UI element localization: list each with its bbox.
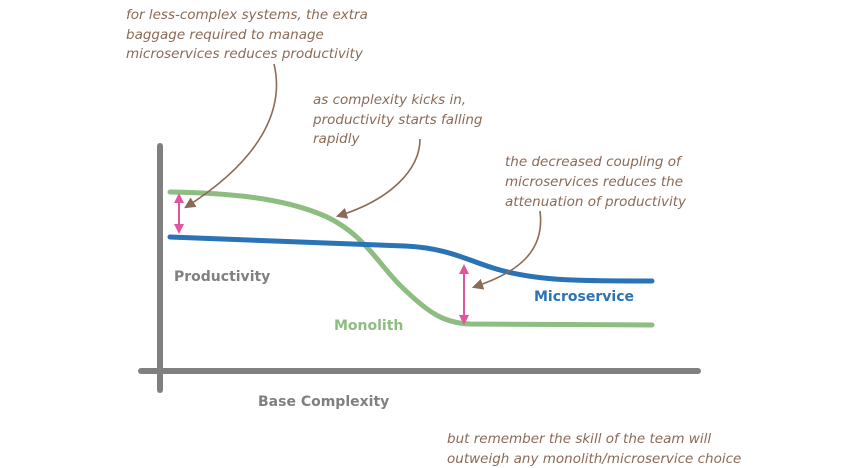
monolith-curve (167, 189, 655, 328)
microservice-label: Microservice (534, 289, 634, 305)
annotation-line: for less-complex systems, the extra (126, 7, 368, 23)
annotation-line: rapidly (313, 131, 360, 147)
annotation-line: microservices reduces the (505, 174, 683, 190)
complexity-kicks-in-arrow (335, 138, 421, 219)
annotation-less-complex: for less-complex systems, the extra bagg… (126, 7, 372, 62)
x-axis-label: Base Complexity (258, 394, 389, 410)
annotation-line: but remember the skill of the team will (447, 431, 711, 447)
microservice-curve (167, 234, 655, 284)
less-complex-arrow (184, 63, 278, 209)
annotation-skill-of-team: but remember the skill of the team will … (447, 431, 741, 467)
decreased-coupling-arrow (471, 210, 542, 290)
y-axis-label: Productivity (174, 269, 270, 285)
annotation-line: microservices reduces productivity (126, 46, 364, 62)
annotation-line: attenuation of productivity (505, 194, 687, 210)
annotation-line: baggage required to manage (126, 27, 324, 43)
annotation-line: the decreased coupling of (505, 154, 683, 170)
annotation-line: as complexity kicks in, (313, 92, 466, 108)
annotation-decreased-coupling: the decreased coupling of microservices … (505, 154, 687, 210)
annotation-line: outweigh any monolith/microservice choic… (447, 451, 741, 467)
annotation-complexity-kicks-in: as complexity kicks in, productivity sta… (312, 92, 487, 147)
annotation-line: productivity starts falling (312, 112, 483, 128)
monolith-label: Monolith (334, 318, 403, 334)
